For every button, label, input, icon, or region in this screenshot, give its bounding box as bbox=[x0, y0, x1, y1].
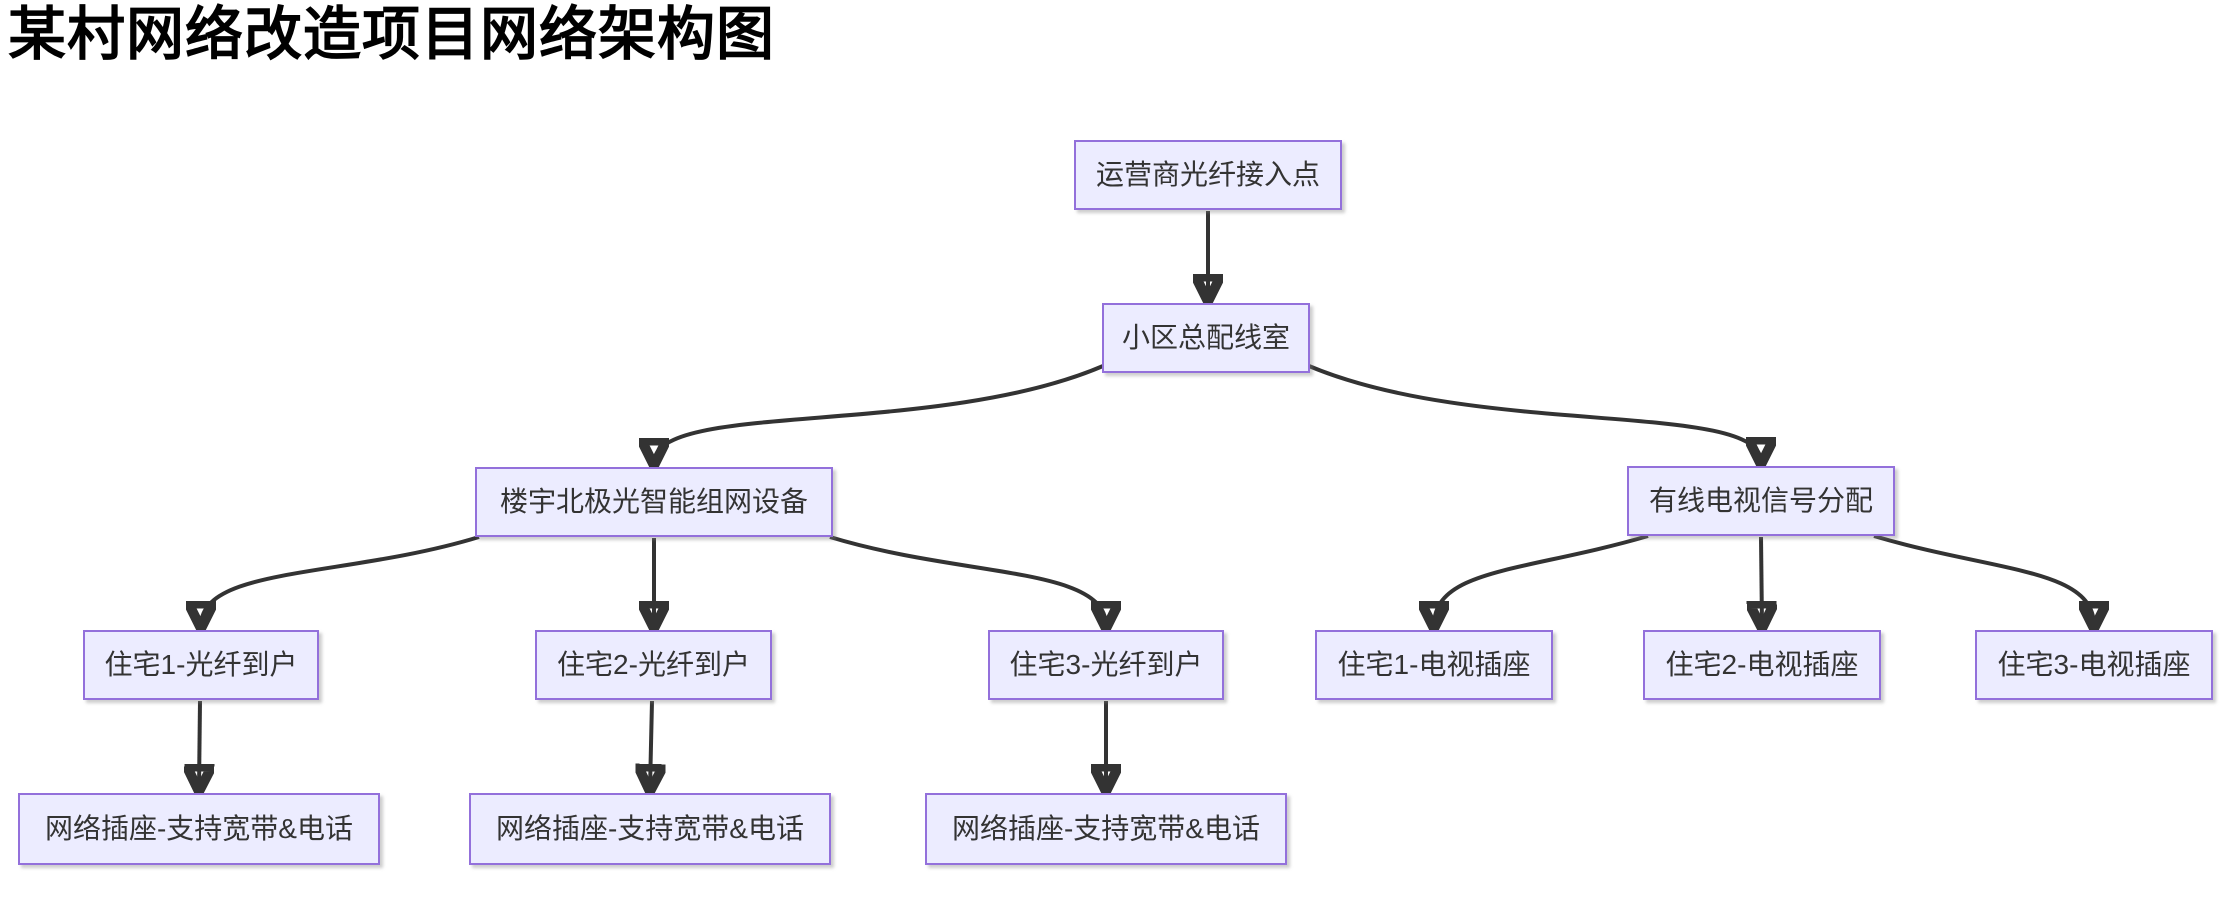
node-house2-fiber-to-home: 住宅2-光纤到户 bbox=[535, 630, 772, 700]
edge-mdf-to-aurora bbox=[654, 364, 1104, 463]
diagram-title: 某村网络改造项目网络架构图 bbox=[8, 2, 776, 67]
node-label: 小区总配线室 bbox=[1121, 322, 1290, 353]
node-label: 网络插座-支持宽带&电话 bbox=[44, 813, 353, 844]
node-label: 运营商光纤接入点 bbox=[1095, 159, 1320, 190]
edge-catv-to-h1tv bbox=[1434, 534, 1649, 626]
node-cable-tv-signal-distribution: 有线电视信号分配 bbox=[1627, 466, 1895, 536]
node-label: 网络插座-支持宽带&电话 bbox=[951, 813, 1260, 844]
node-community-mdf-room: 小区总配线室 bbox=[1102, 303, 1310, 373]
node-label: 有线电视信号分配 bbox=[1648, 485, 1873, 516]
edge-catv-to-h3tv bbox=[1873, 534, 2094, 626]
edge-catv-to-h2tv bbox=[1761, 536, 1762, 626]
node-label: 网络插座-支持宽带&电话 bbox=[495, 813, 804, 844]
node-isp-fiber-access: 运营商光纤接入点 bbox=[1074, 140, 1342, 210]
node-label: 住宅1-电视插座 bbox=[1337, 649, 1531, 680]
edge-aurora-to-h1f bbox=[201, 535, 480, 626]
node-house2-tv-outlet: 住宅2-电视插座 bbox=[1643, 630, 1881, 700]
node-label: 住宅1-光纤到户 bbox=[104, 649, 298, 680]
node-label: 住宅2-光纤到户 bbox=[557, 649, 750, 680]
node-house3-network-outlet-broadband-phone: 网络插座-支持宽带&电话 bbox=[925, 793, 1287, 865]
node-house3-tv-outlet: 住宅3-电视插座 bbox=[1975, 630, 2213, 700]
node-house1-tv-outlet: 住宅1-电视插座 bbox=[1315, 630, 1553, 700]
edge-mdf-to-catv bbox=[1308, 364, 1761, 462]
node-label: 住宅3-光纤到户 bbox=[1009, 649, 1203, 680]
edge-h2f-to-b2 bbox=[650, 700, 652, 789]
node-label: 楼宇北极光智能组网设备 bbox=[499, 486, 808, 517]
edge-aurora-to-h3f bbox=[829, 535, 1106, 626]
node-house1-fiber-to-home: 住宅1-光纤到户 bbox=[83, 630, 319, 700]
node-house2-network-outlet-broadband-phone: 网络插座-支持宽带&电话 bbox=[469, 793, 831, 865]
node-house1-network-outlet-broadband-phone: 网络插座-支持宽带&电话 bbox=[18, 793, 380, 865]
node-label: 住宅3-电视插座 bbox=[1997, 649, 2191, 680]
node-label: 住宅2-电视插座 bbox=[1665, 649, 1859, 680]
edge-h1f-to-b1 bbox=[199, 700, 200, 789]
node-house3-fiber-to-home: 住宅3-光纤到户 bbox=[988, 630, 1224, 700]
node-building-aurora-networking-device: 楼宇北极光智能组网设备 bbox=[475, 467, 833, 537]
